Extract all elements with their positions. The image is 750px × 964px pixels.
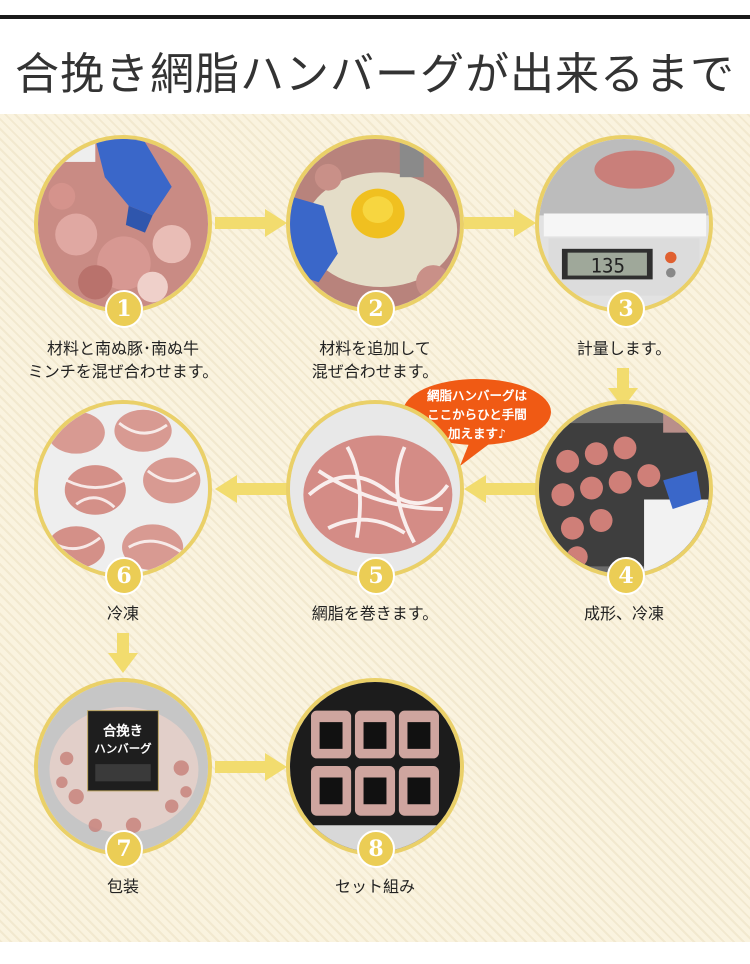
scale-readout: 135: [591, 255, 626, 278]
step-1-caption: 材料と南ぬ豚･南ぬ牛 ミンチを混ぜ合わせます。: [27, 339, 219, 381]
step-8-caption: セット組み: [334, 877, 415, 896]
step-6-photo: [34, 400, 212, 578]
step-2-caption: 材料を追加して 混ぜ合わせます。: [311, 339, 439, 381]
arrow-left-4-5: [464, 475, 536, 503]
arrow-right-1-2: [215, 209, 287, 237]
step-4-caption: 成形、冷凍: [583, 604, 664, 623]
svg-text:ハンバーグ: ハンバーグ: [94, 742, 152, 756]
step-2-number: 2: [357, 290, 395, 328]
step-3-number: 3: [607, 290, 645, 328]
step-7-caption: 包装: [106, 877, 139, 896]
step-5-number: 5: [357, 557, 395, 595]
step-5-caption: 網脂を巻きます。: [311, 604, 439, 623]
arrow-right-7-8: [215, 753, 287, 781]
step-8-number: 8: [357, 830, 395, 868]
note-bubble-text: 網脂ハンバーグは ここからひと手間 加えます♪: [426, 388, 527, 441]
step-3-caption: 計量します。: [576, 339, 672, 358]
step-1-photo: [34, 135, 212, 313]
arrow-right-2-3: [464, 209, 536, 237]
step-4-number: 4: [607, 557, 645, 595]
step-1-number: 1: [105, 290, 143, 328]
arrow-down-3-4: [608, 368, 638, 408]
step-7-photo: 合挽き ハンバーグ: [34, 678, 212, 856]
svg-text:合挽き: 合挽き: [103, 722, 143, 739]
step-3-photo: 135: [535, 135, 713, 313]
step-5-photo: [286, 400, 464, 578]
step-2-photo: [286, 135, 464, 313]
step-7-number: 7: [105, 830, 143, 868]
step-6-caption: 冷凍: [106, 604, 139, 623]
step-6-number: 6: [105, 557, 143, 595]
arrow-down-6-7: [108, 633, 138, 673]
arrow-left-5-6: [215, 475, 287, 503]
page-title: 合挽き網脂ハンバーグが出来るまで: [15, 49, 735, 100]
top-rule: [0, 15, 750, 19]
step-4-photo: [535, 400, 713, 578]
